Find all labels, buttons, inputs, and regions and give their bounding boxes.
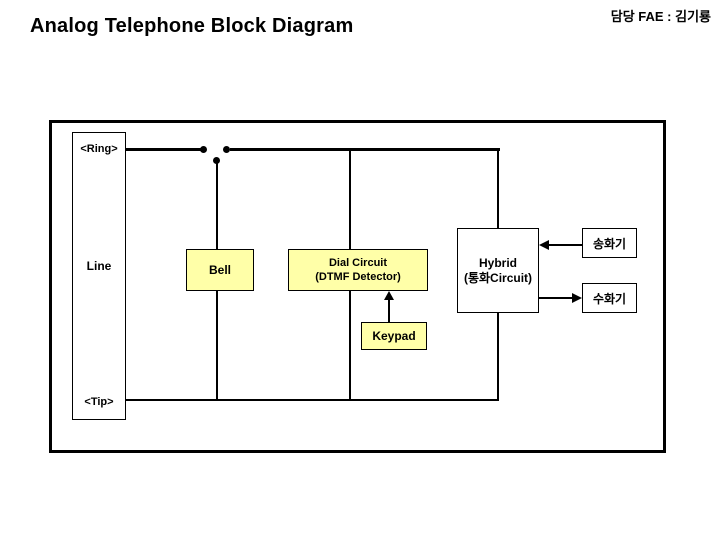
dial-circuit-block: Dial Circuit (DTMF Detector) [288,249,428,291]
transmitter-block: 송화기 [582,228,637,258]
hookswitch-dot-left [200,146,207,153]
dial-circuit-label-line2: (DTMF Detector) [315,271,401,283]
bell-branch-upper-wire [215,163,218,249]
ring-rail-left-segment [126,148,201,151]
dial-branch-upper-wire [349,151,351,249]
dial-circuit-label-line1: Dial Circuit [328,257,388,269]
line-block-label: Line [86,259,112,273]
bell-block: Bell [186,249,254,291]
hybrid-branch-lower-wire [497,313,499,401]
bell-block-label: Bell [208,263,231,277]
ring-rail-right-segment [230,148,500,151]
hybrid-label-line2: (통화Circuit) [463,270,533,285]
hybrid-block: Hybrid (통화Circuit) [457,228,539,313]
keypad-block-label: Keypad [372,329,416,343]
bell-branch-lower-wire [215,291,218,401]
bell-tap-dot [213,157,220,164]
arrowhead-up-icon [384,291,394,300]
transmitter-to-hybrid-arrow-line [549,244,582,246]
arrowhead-left-icon [539,240,549,250]
keypad-to-dial-arrow-line [388,299,390,322]
receiver-block: 수화기 [582,283,637,313]
receiver-label: 수화기 [592,291,627,306]
ring-terminal-label: <Ring> [80,143,118,155]
hybrid-to-receiver-arrow-line [539,297,573,299]
page-title: Analog Telephone Block Diagram [30,15,354,37]
hybrid-branch-upper-wire [497,151,499,228]
fae-annotation: 담당 FAE : 김기룡 [610,9,711,24]
keypad-block: Keypad [361,322,427,350]
dial-branch-lower-wire [349,291,351,401]
hookswitch-dot-right [223,146,230,153]
hybrid-label-line1: Hybrid [478,255,517,270]
tip-rail [126,399,499,401]
line-block: <Ring> Line <Tip> [72,132,126,420]
tip-terminal-label: <Tip> [84,396,114,408]
transmitter-label: 송화기 [592,236,627,251]
arrowhead-right-icon [572,293,582,303]
